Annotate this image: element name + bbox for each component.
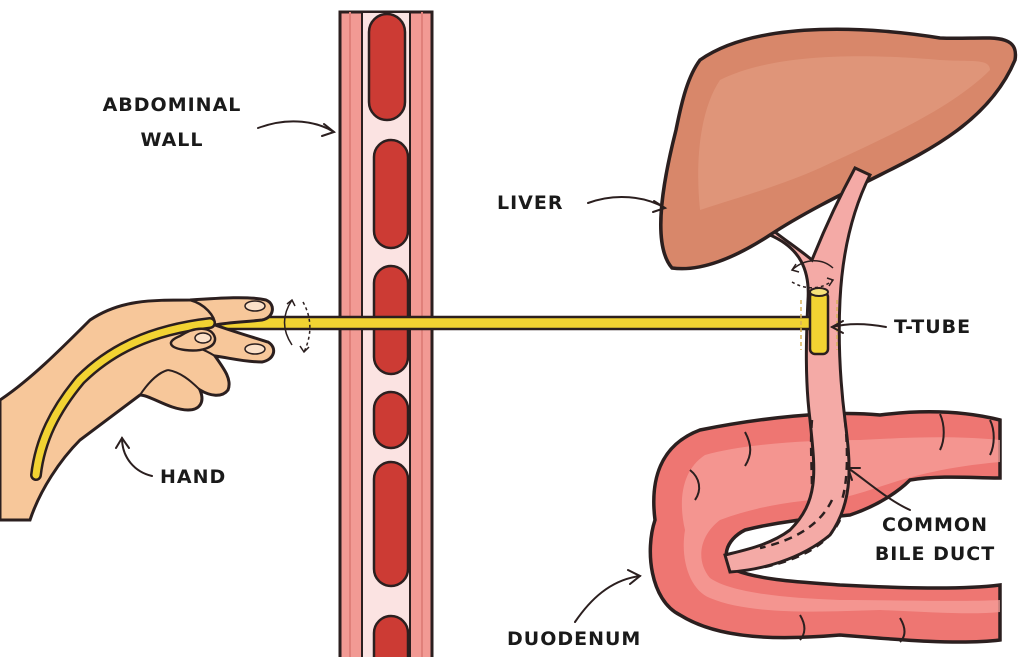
liver-pointer xyxy=(588,197,665,208)
common-bile-duct-label: COMMON BILE DUCT xyxy=(860,514,1010,566)
abdominal-wall-label-line1: ABDOMINAL xyxy=(92,94,252,117)
abdominal-wall-pointer xyxy=(258,121,334,132)
muscle-bands xyxy=(369,14,408,657)
t-tube xyxy=(210,288,837,354)
hand xyxy=(0,298,274,520)
hand-label: HAND xyxy=(160,466,226,489)
duodenum-label: DUODENUM xyxy=(507,628,641,651)
common-bile-duct-label-line1: COMMON xyxy=(860,514,1010,537)
abdominal-wall-label-line2: WALL xyxy=(92,129,252,152)
abdominal-wall-label: ABDOMINAL WALL xyxy=(92,94,252,152)
liver-label: LIVER xyxy=(497,192,564,215)
common-bile-duct-label-line2: BILE DUCT xyxy=(860,543,1010,566)
abdominal-wall xyxy=(340,12,432,657)
t-tube-label: T-TUBE xyxy=(894,316,971,339)
